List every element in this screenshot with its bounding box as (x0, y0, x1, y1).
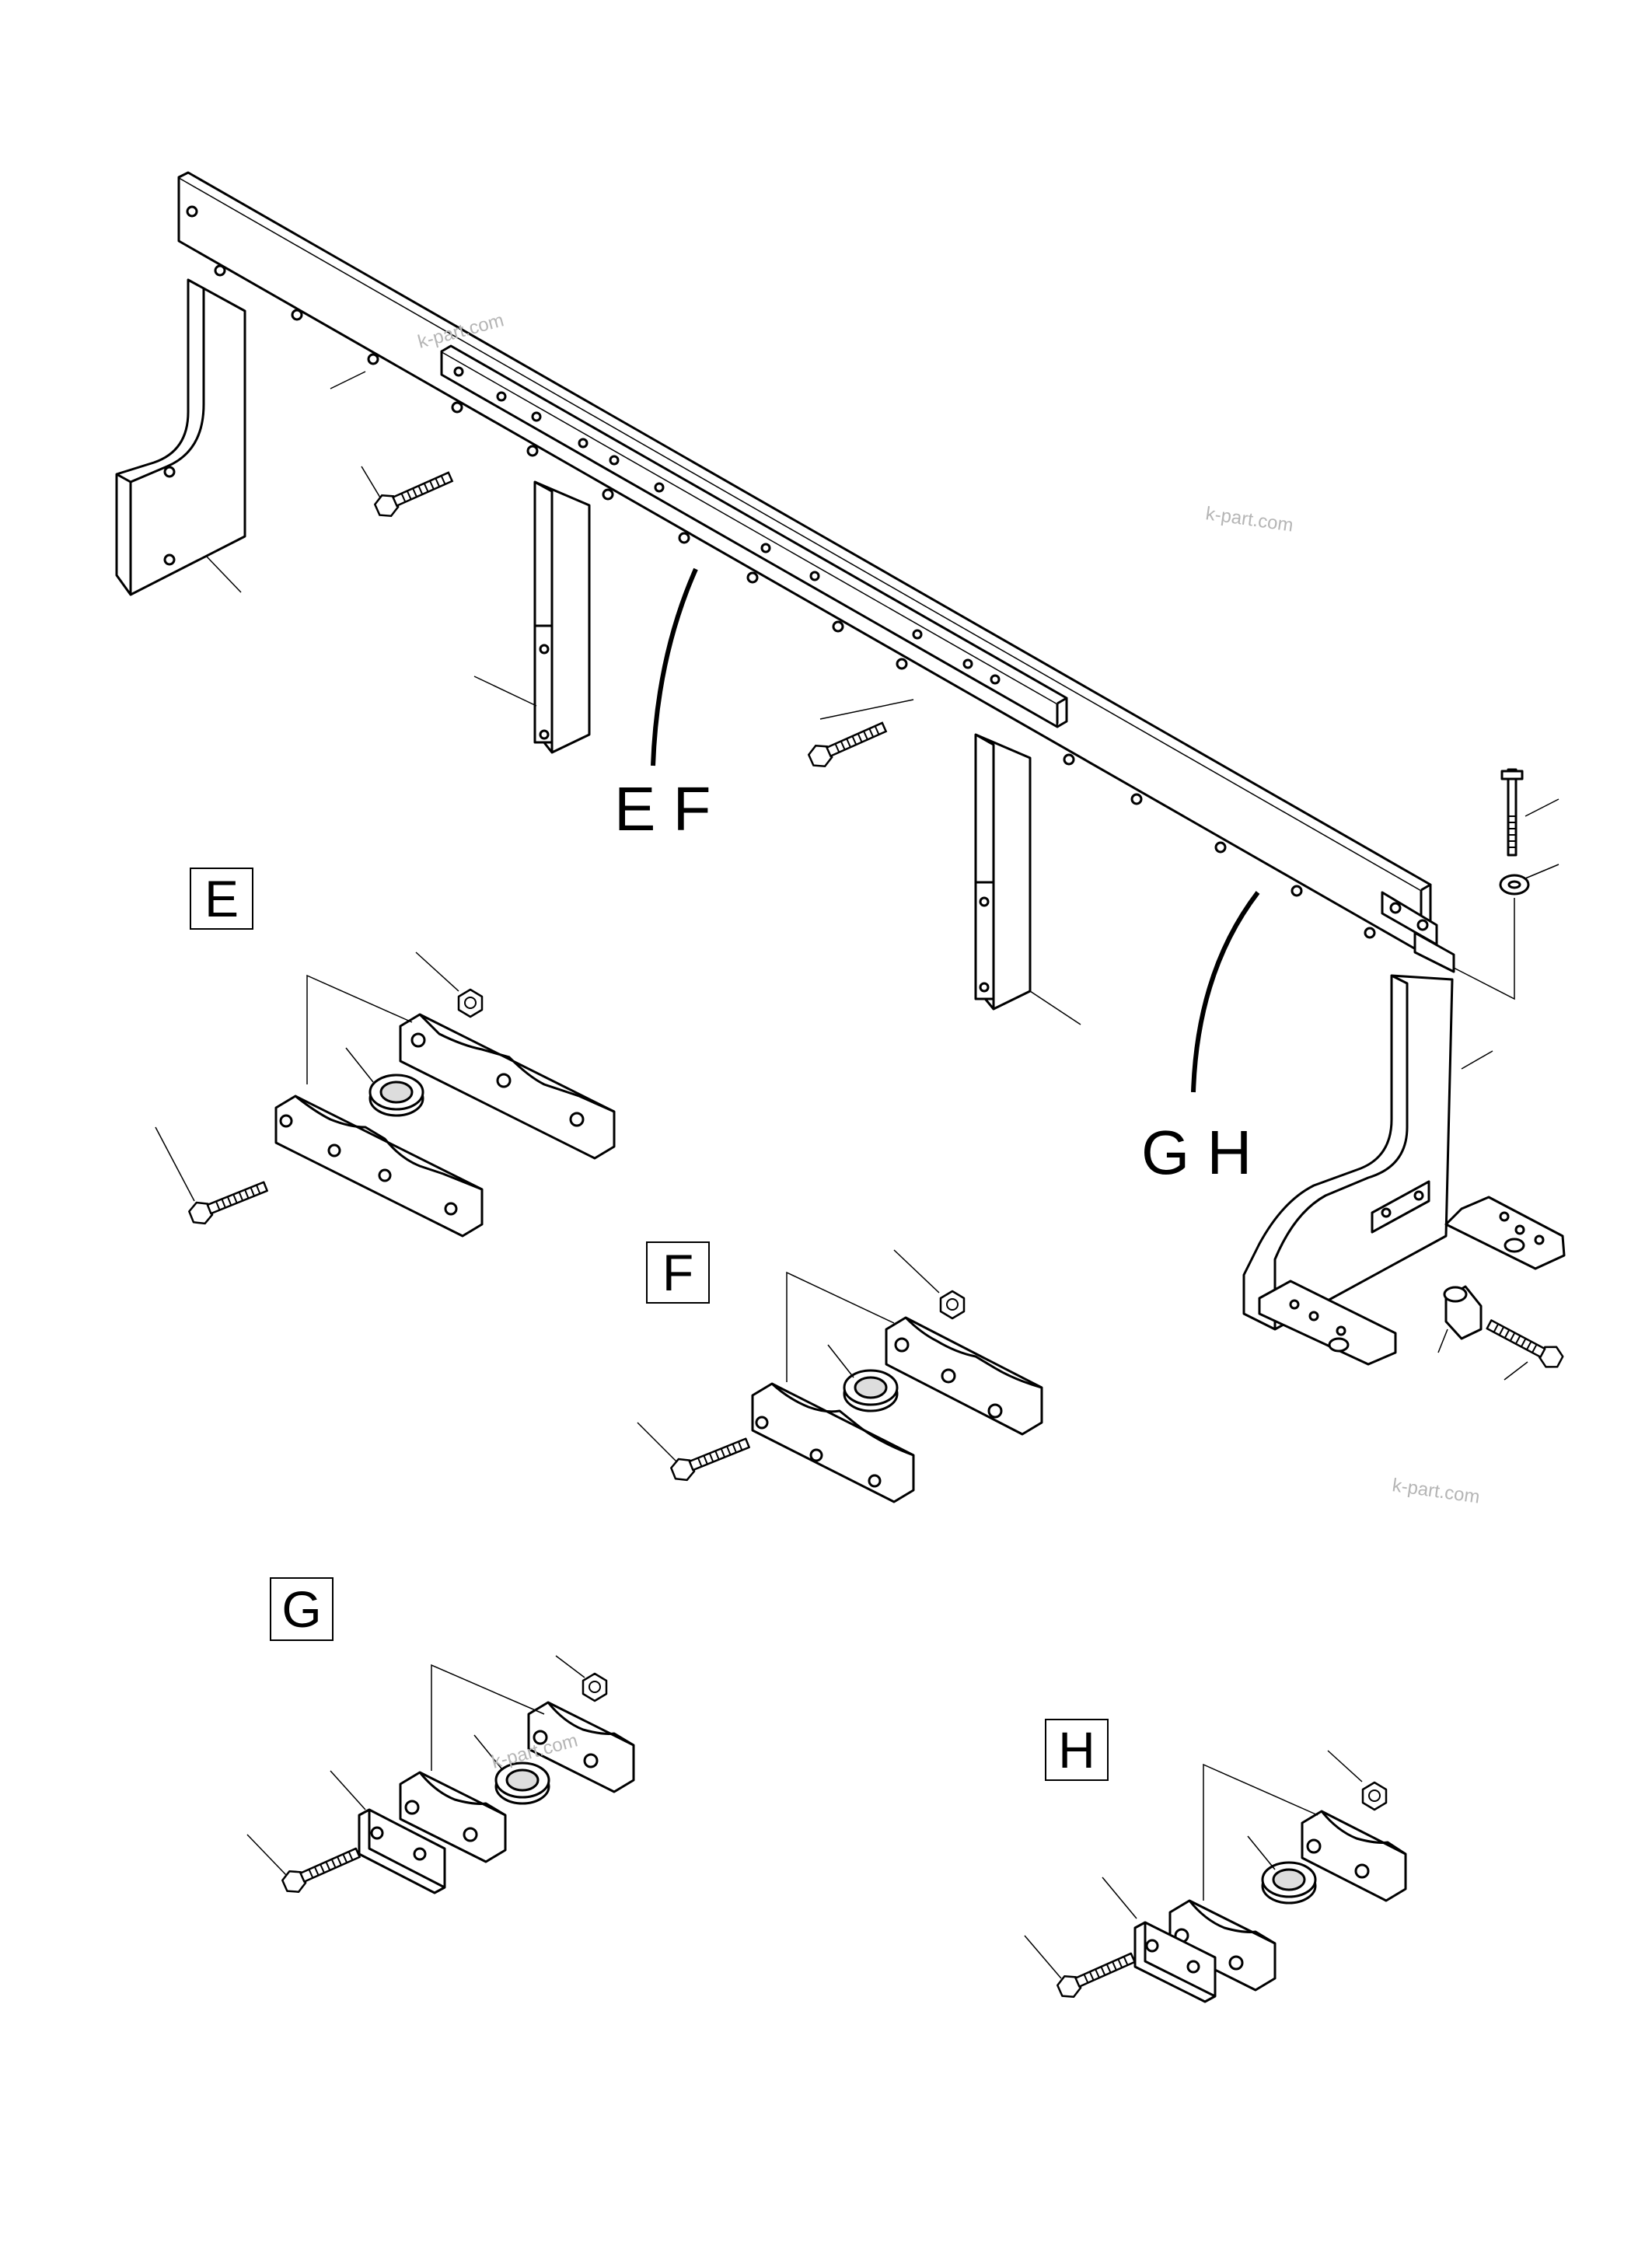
detail-label-f: F (662, 1244, 693, 1301)
detail-e-leaders (155, 951, 459, 1202)
detail-g-clamp (278, 1672, 635, 1898)
detail-e-clamp (186, 988, 616, 1238)
post-right (974, 733, 1032, 1011)
detail-f-clamp (668, 1290, 1043, 1503)
watermark: k-part.com (1204, 503, 1294, 536)
callout-ef: E F (614, 774, 711, 843)
callout-gh: G H (1141, 1118, 1252, 1187)
callout-leaders (651, 567, 1260, 1093)
center-strip (440, 344, 1068, 728)
detail-h-clamp (1053, 1781, 1407, 2003)
detail-label-h: H (1058, 1721, 1095, 1779)
part-leader-lines (205, 371, 1559, 1381)
main-frame-assembly (115, 171, 1567, 1373)
detail-label-e-box: E (190, 868, 253, 930)
detail-label-g-box: G (270, 1577, 334, 1641)
detail-label-g: G (281, 1580, 321, 1638)
detail-label-e: E (204, 870, 239, 927)
detail-f-leaders (637, 1249, 940, 1462)
detail-label-f-box: F (646, 1241, 710, 1304)
detail-label-h-box: H (1045, 1719, 1109, 1781)
watermark: k-part.com (1391, 1475, 1481, 1508)
right-hardware (1443, 768, 1567, 1373)
left-leg (115, 278, 246, 596)
detail-g-leaders (246, 1655, 585, 1876)
detail-h-leaders (1024, 1750, 1363, 1979)
right-leg (1242, 891, 1566, 1366)
post-left (533, 480, 591, 754)
